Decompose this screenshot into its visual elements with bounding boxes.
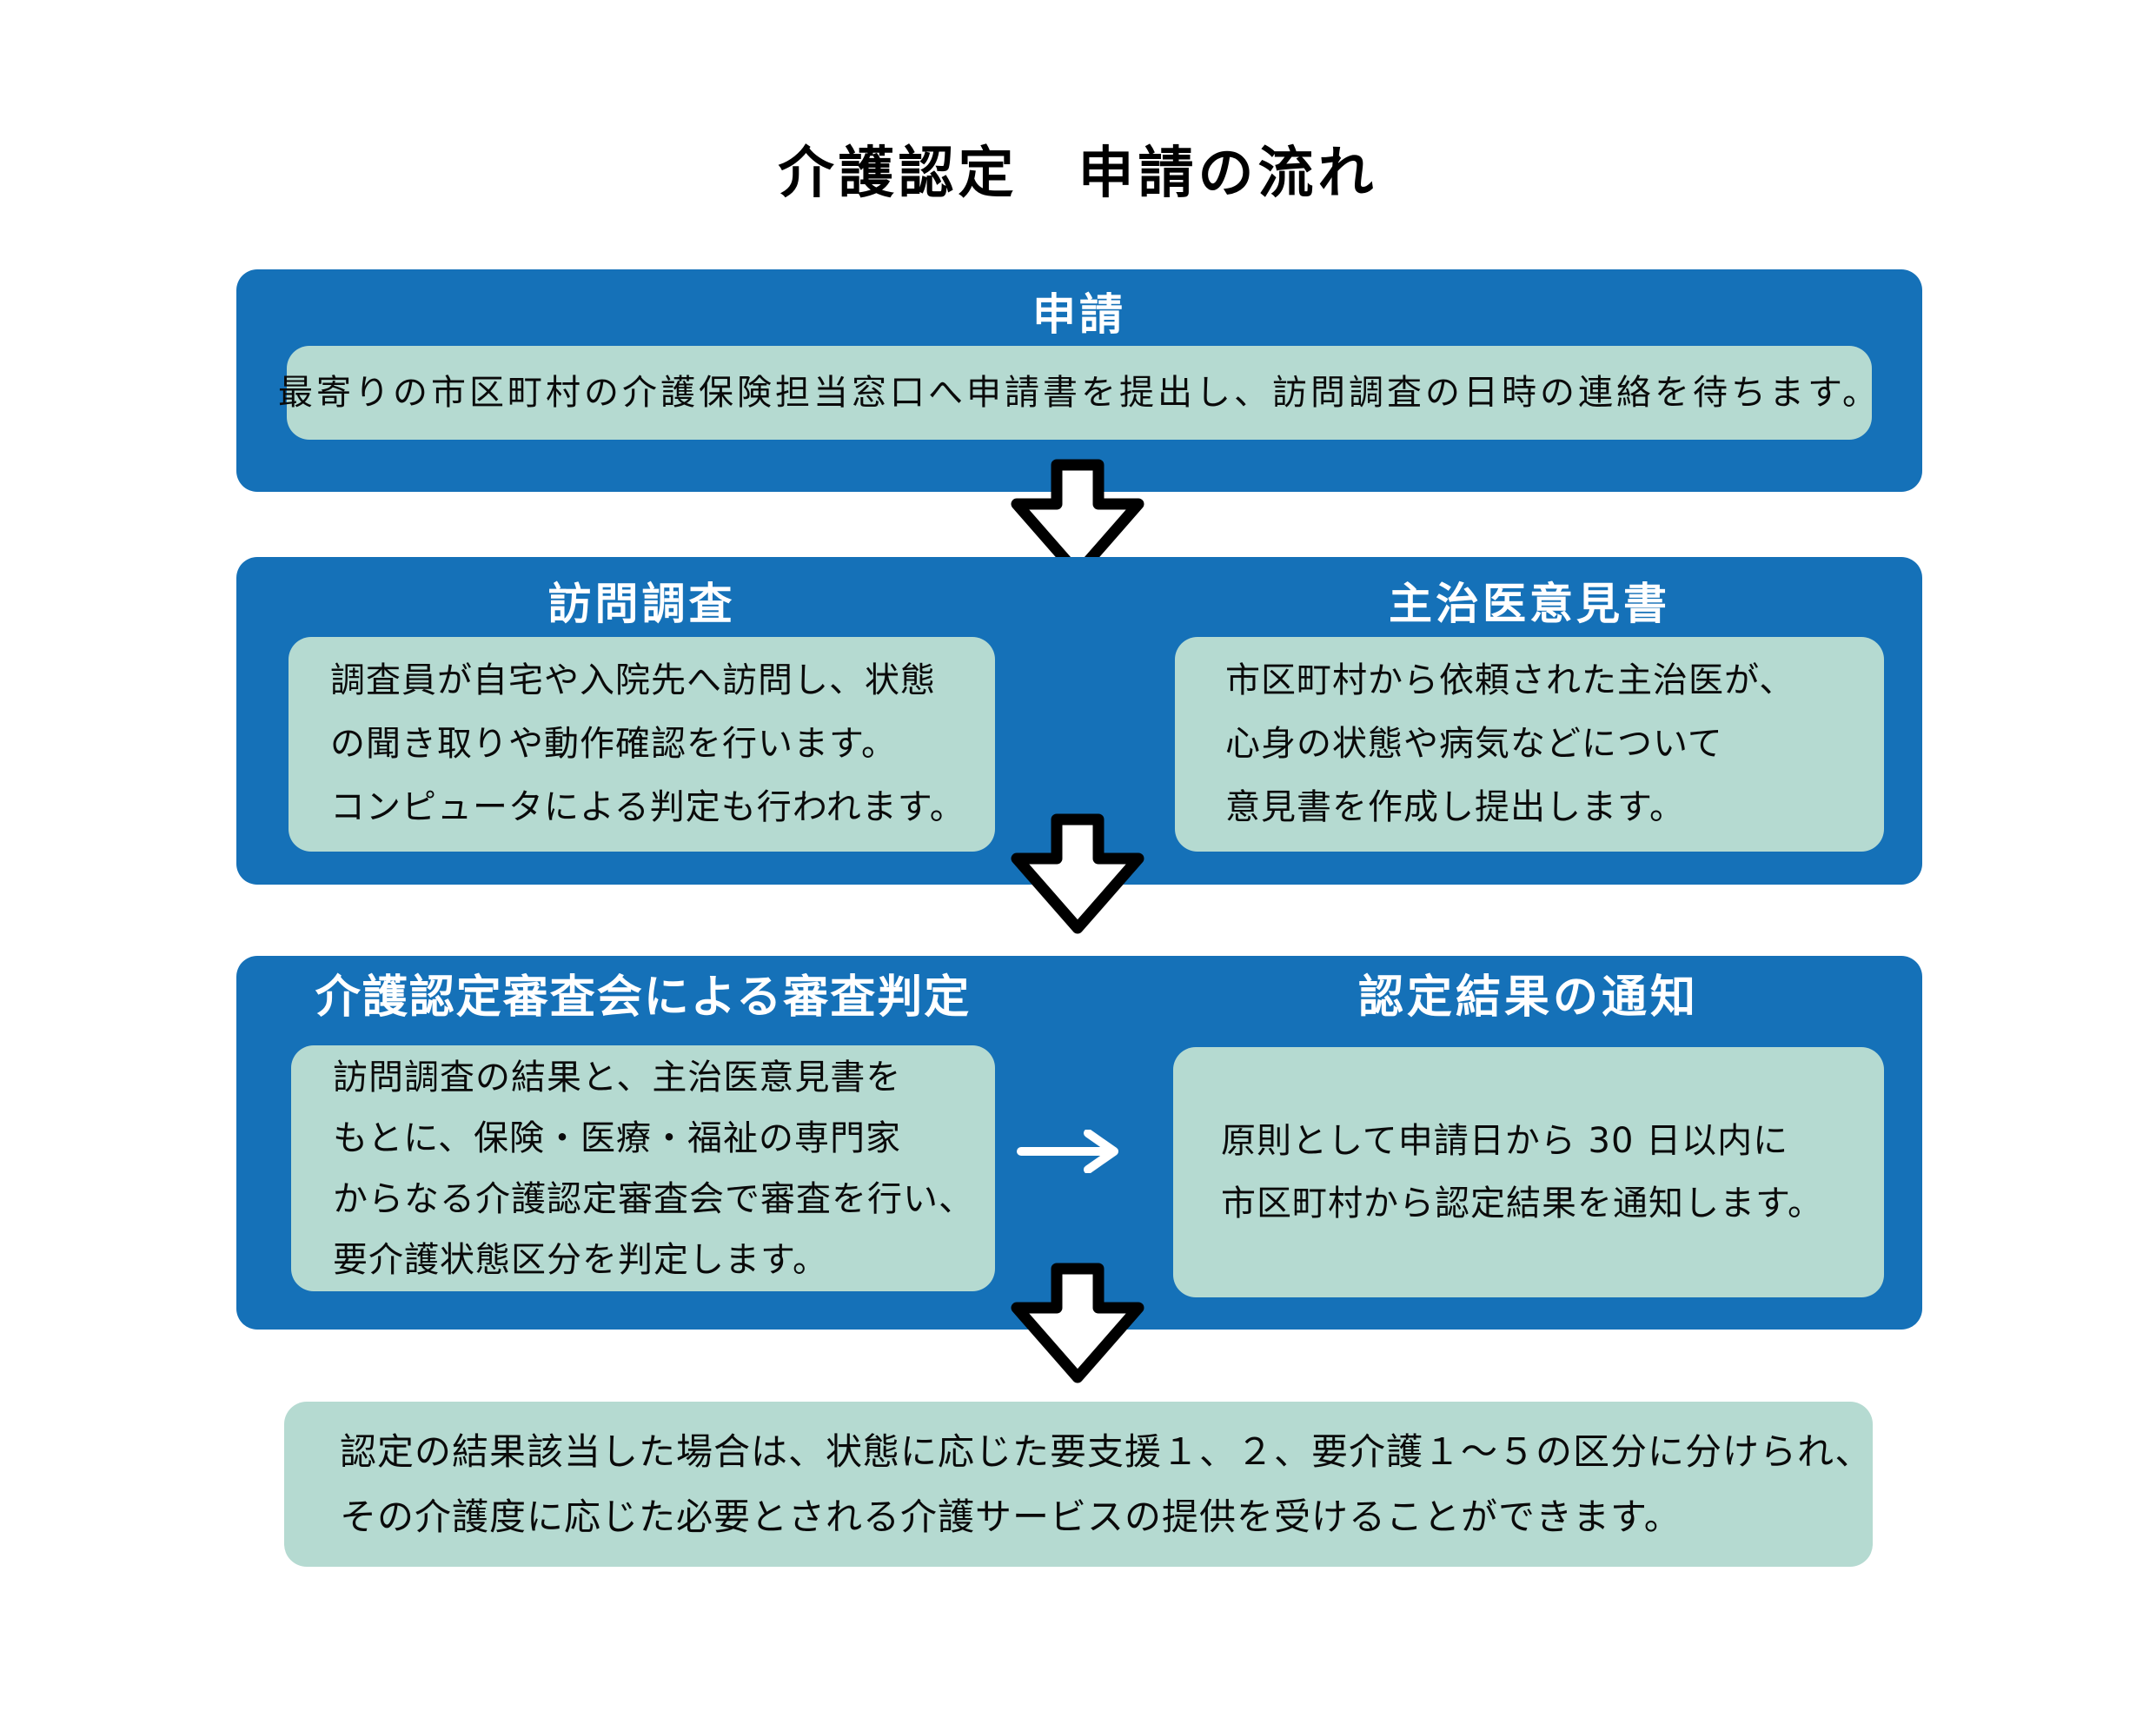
doctor-opinion-line: 意見書を作成し提出します。: [1225, 787, 1685, 827]
result-notice-line: 原則として申請日から 30 日以内に: [1221, 1121, 1789, 1161]
review-judgement-line: 訪問調査の結果と、主治医意見書を: [333, 1057, 902, 1098]
review-judgement-header: 介護認定審査会による審査判定: [315, 972, 972, 1024]
visit-survey-body-box: 調査員が自宅や入院先へ訪問し、状態 の聞き取りや動作確認を行います。 コンピュー…: [289, 637, 995, 852]
review-judgement-body-box: 訪問調査の結果と、主治医意見書を もとに、保険・医療・福祉の専門家 からなる介護…: [291, 1045, 995, 1291]
result-notice-header: 認定結果の通知: [1357, 972, 1699, 1024]
down-arrow-icon: [1011, 813, 1144, 934]
step-application-box: 申請 最寄りの市区町村の介護保険担当窓口へ申請書を提出し、訪問調査の日時の連絡を…: [236, 269, 1922, 492]
doctor-opinion-line: 心身の状態や病気などについて: [1225, 724, 1723, 764]
doctor-opinion-body-box: 市区町村から依頼された主治医が、 心身の状態や病気などについて 意見書を作成し提…: [1175, 637, 1884, 852]
visit-survey-line: 調査員が自宅や入院先へ訪問し、状態: [330, 660, 936, 700]
visit-survey-line: コンピュータによる判定も行われます。: [330, 787, 965, 827]
review-judgement-line: 要介護状態区分を判定します。: [333, 1239, 828, 1280]
step-application-body-text: 最寄りの市区町村の介護保険担当窓口へ申請書を提出し、訪問調査の日時の連絡を待ちま…: [278, 373, 1881, 413]
visit-survey-header: 訪問調査: [547, 579, 736, 629]
right-arrow-icon: [1017, 1130, 1118, 1173]
step-application-body-box: 最寄りの市区町村の介護保険担当窓口へ申請書を提出し、訪問調査の日時の連絡を待ちま…: [278, 346, 1877, 440]
page-title: 介護認定 申請の流れ: [778, 142, 1378, 206]
step-survey-opinion-box: 訪問調査 調査員が自宅や入院先へ訪問し、状態 の聞き取りや動作確認を行います。 …: [236, 557, 1922, 885]
doctor-opinion-line: 市区町村から依頼された主治医が、: [1225, 660, 1795, 700]
final-note-line: 認定の結果該当した場合は、状態に応じた要支援１、２、要介護１～５の区分に分けられ…: [340, 1430, 1873, 1473]
final-note-box: 認定の結果該当した場合は、状態に応じた要支援１、２、要介護１～５の区分に分けられ…: [284, 1402, 1873, 1567]
result-notice-line: 市区町村から認定結果を通知します。: [1221, 1184, 1823, 1224]
doctor-opinion-header: 主治医意見書: [1389, 579, 1670, 629]
review-judgement-line: からなる介護認定審査会で審査を行い、: [333, 1178, 974, 1219]
result-notice-body-box: 原則として申請日から 30 日以内に 市区町村から認定結果を通知します。: [1173, 1047, 1884, 1297]
down-arrow-icon: [1011, 459, 1144, 580]
review-judgement-line: もとに、保険・医療・福祉の専門家: [333, 1117, 901, 1158]
final-note-line: その介護度に応じた必要とされる介護サービスの提供を受けることができます。: [340, 1495, 1682, 1538]
visit-survey-line: の聞き取りや動作確認を行います。: [330, 724, 897, 764]
step-application-header: 申請: [1032, 289, 1126, 340]
down-arrow-icon: [1011, 1263, 1144, 1383]
